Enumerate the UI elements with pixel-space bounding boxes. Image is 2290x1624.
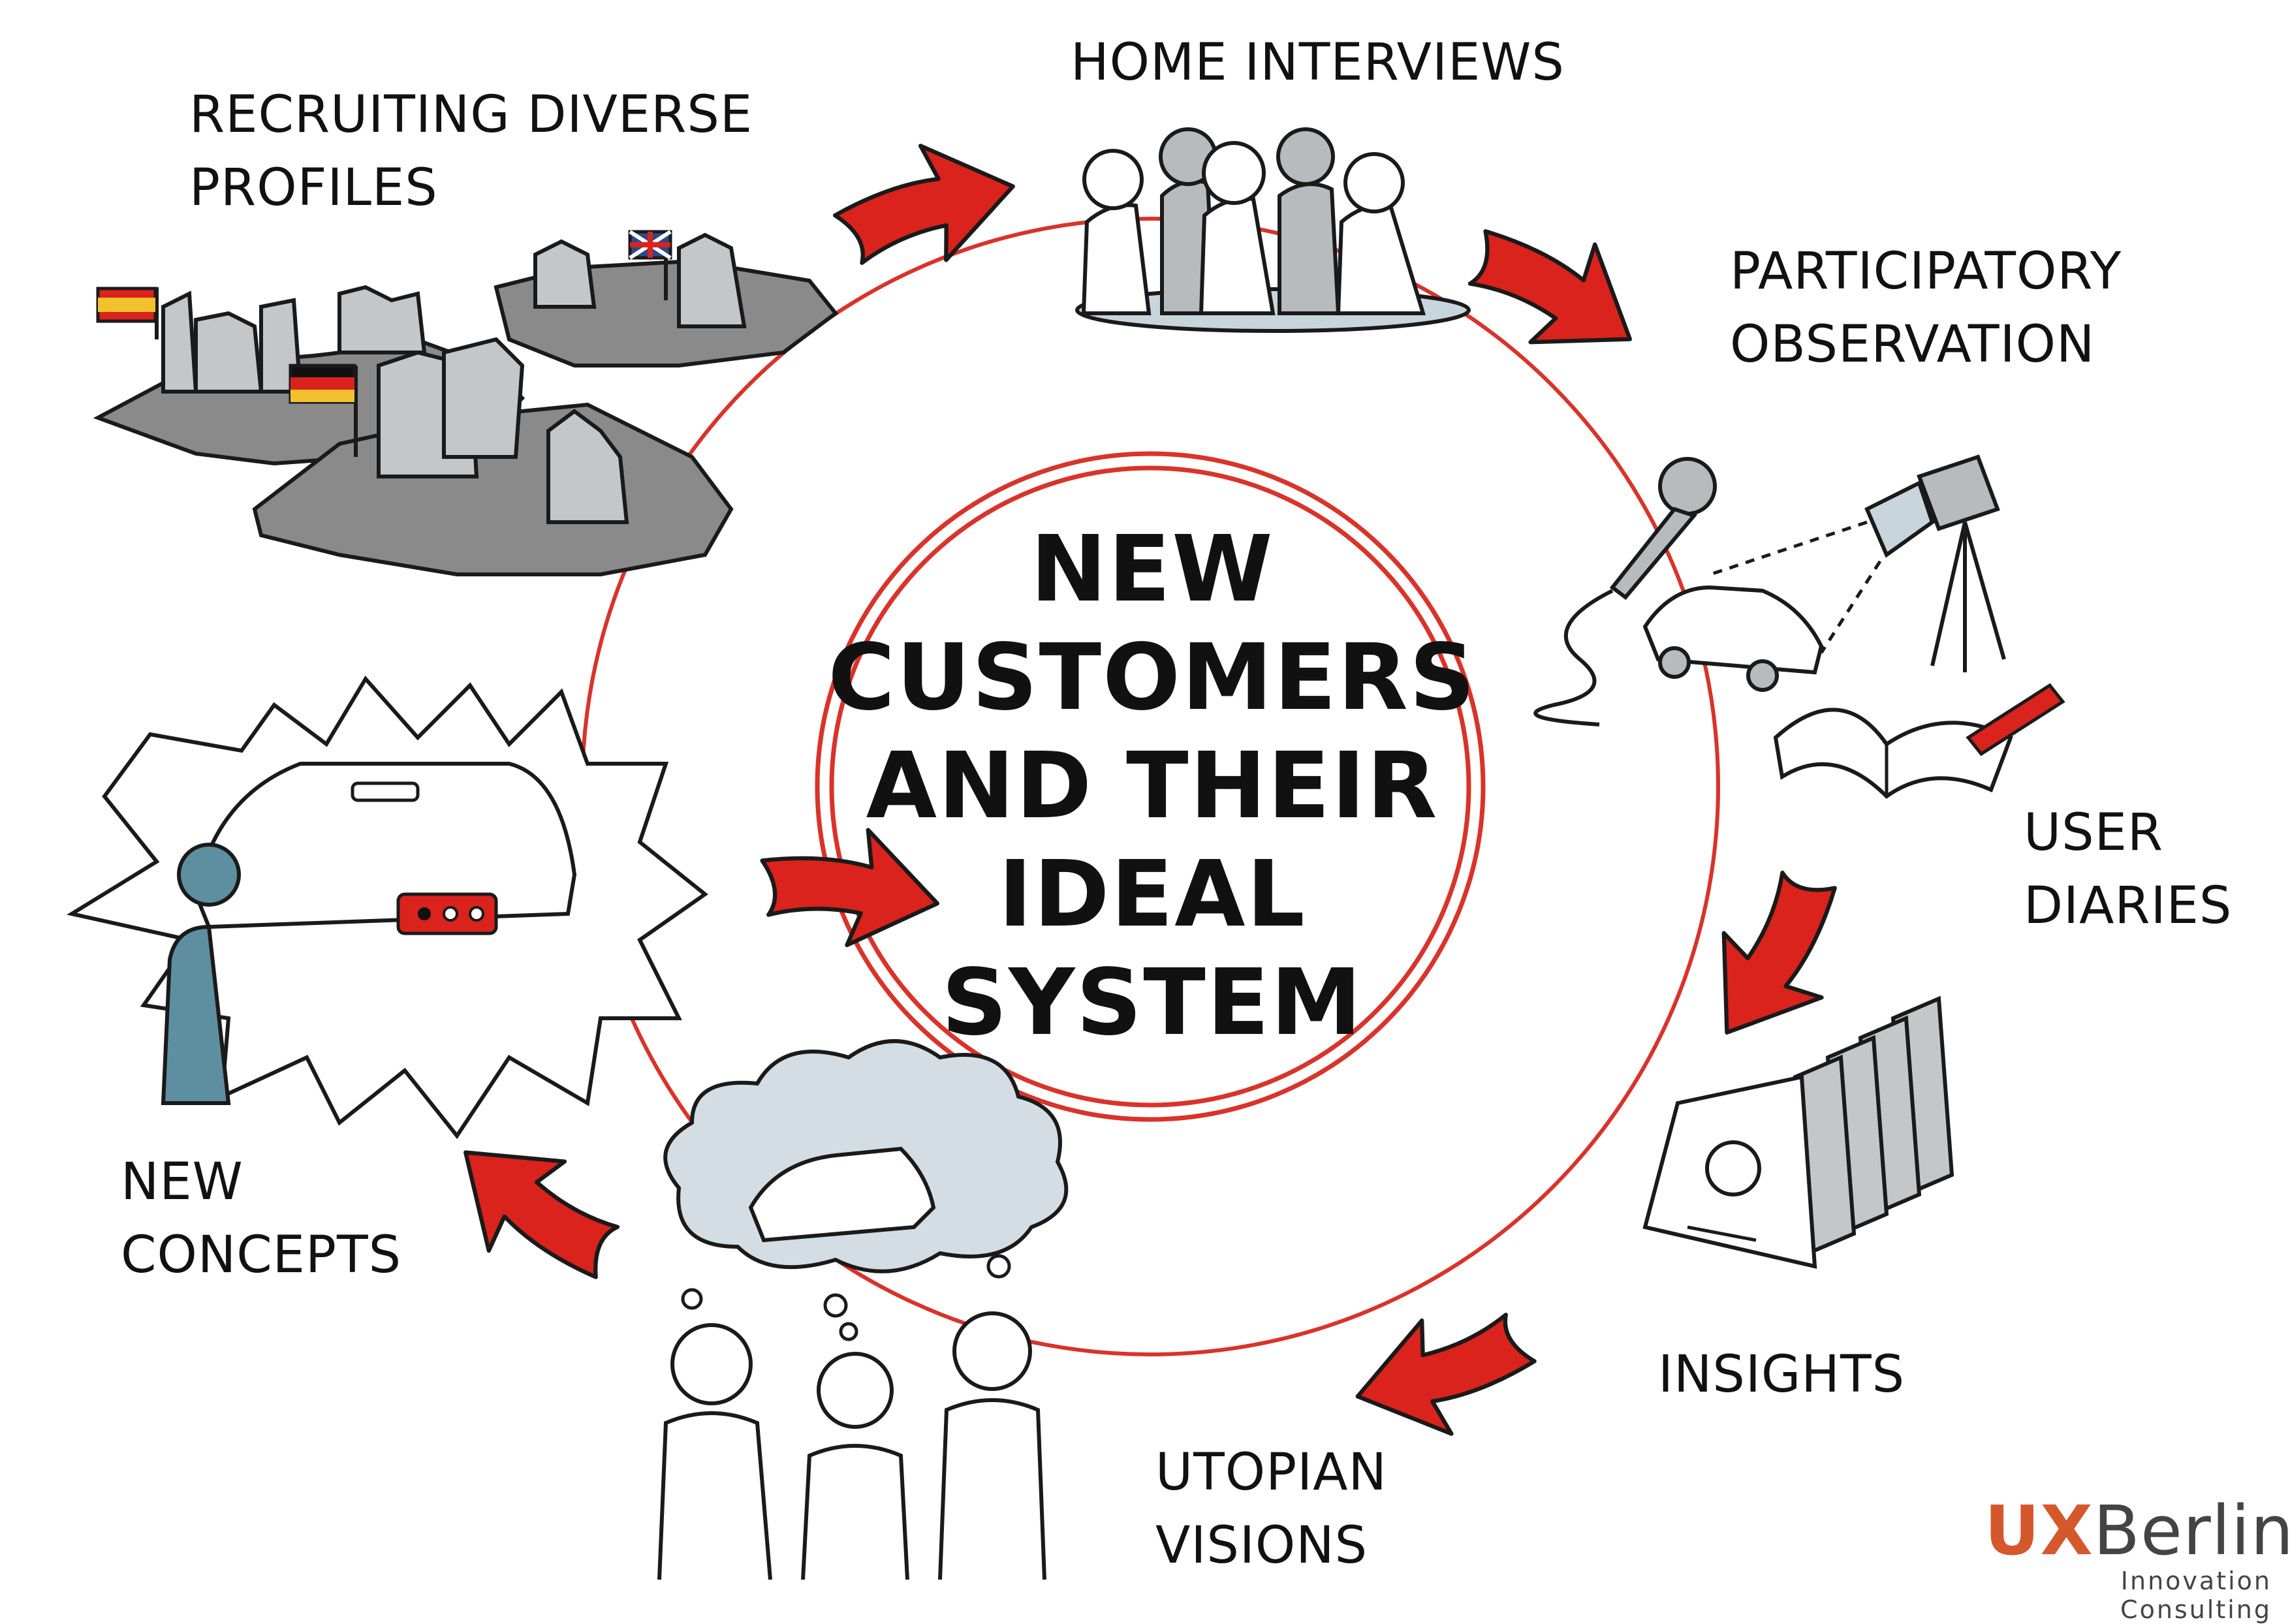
step-label-line: RECRUITING DIVERSE xyxy=(189,86,753,144)
logo-wordmark: UXBerlin xyxy=(1984,1495,2290,1567)
logo-tagline: Innovation Consulting xyxy=(2120,1567,2272,1624)
step-label-line: DIARIES xyxy=(2024,877,2233,935)
step-label-line: INSIGHTS xyxy=(1658,1345,1906,1404)
step-label-line: VISIONS xyxy=(1155,1516,1368,1575)
city-map-flags-icon xyxy=(93,230,839,576)
step-label-new-concepts: NEW CONCEPTS xyxy=(121,1146,401,1292)
step-label-line: NEW xyxy=(121,1153,243,1211)
step-label-recruiting: RECRUITING DIVERSE PROFILES xyxy=(189,78,753,225)
step-label-line: PROFILES xyxy=(189,159,438,217)
microphone-camera-car-icon xyxy=(1533,454,2006,726)
uxberlin-logo: UXBerlin Innovation Consulting xyxy=(1984,1495,2290,1624)
center-title-line: CUSTOMERS xyxy=(828,625,1477,731)
step-label-home-interviews: HOME INTERVIEWS xyxy=(1071,26,1565,99)
open-diary-pen-icon xyxy=(1773,683,2065,799)
step-label-line: CONCEPTS xyxy=(121,1226,402,1285)
step-label-line: PARTICIPATORY xyxy=(1730,242,2122,301)
center-title-line: NEW xyxy=(1030,516,1274,623)
step-label-line: USER xyxy=(2024,804,2164,862)
step-label-line: UTOPIAN xyxy=(1155,1443,1387,1502)
cycle-arrow-4 xyxy=(1341,1289,1548,1460)
step-label-line: OBSERVATION xyxy=(1730,315,2095,374)
step-label-user-diaries: USER DIARIES xyxy=(2024,796,2232,943)
car-dashboard-burst-icon xyxy=(67,675,709,1140)
cycle-arrow-2 xyxy=(1449,196,1661,383)
logo-ux: UX xyxy=(1984,1491,2094,1570)
inner-ring-inner xyxy=(829,465,1471,1108)
center-title-line: SYSTEM xyxy=(941,950,1363,1056)
center-title: NEW CUSTOMERS AND THEIR IDEAL SYSTEM xyxy=(816,516,1488,1057)
step-label-insights: INSIGHTS xyxy=(1658,1338,1905,1411)
center-title-line: AND THEIR xyxy=(866,733,1439,839)
step-label-line: HOME INTERVIEWS xyxy=(1071,33,1565,92)
document-stack-icon xyxy=(1642,995,1954,1269)
center-title-line: IDEAL xyxy=(998,841,1306,948)
step-label-participatory-observation: PARTICIPATORY OBSERVATION xyxy=(1730,235,2122,381)
inner-ring-outer xyxy=(815,451,1486,1122)
dreaming-people-car-cloud-icon xyxy=(657,1039,1069,1580)
logo-berlin: Berlin xyxy=(2093,1491,2290,1570)
people-group-icon xyxy=(1075,127,1471,333)
step-label-utopian-visions: UTOPIAN VISIONS xyxy=(1155,1436,1387,1582)
cycle-arrow-5 xyxy=(427,1112,640,1310)
